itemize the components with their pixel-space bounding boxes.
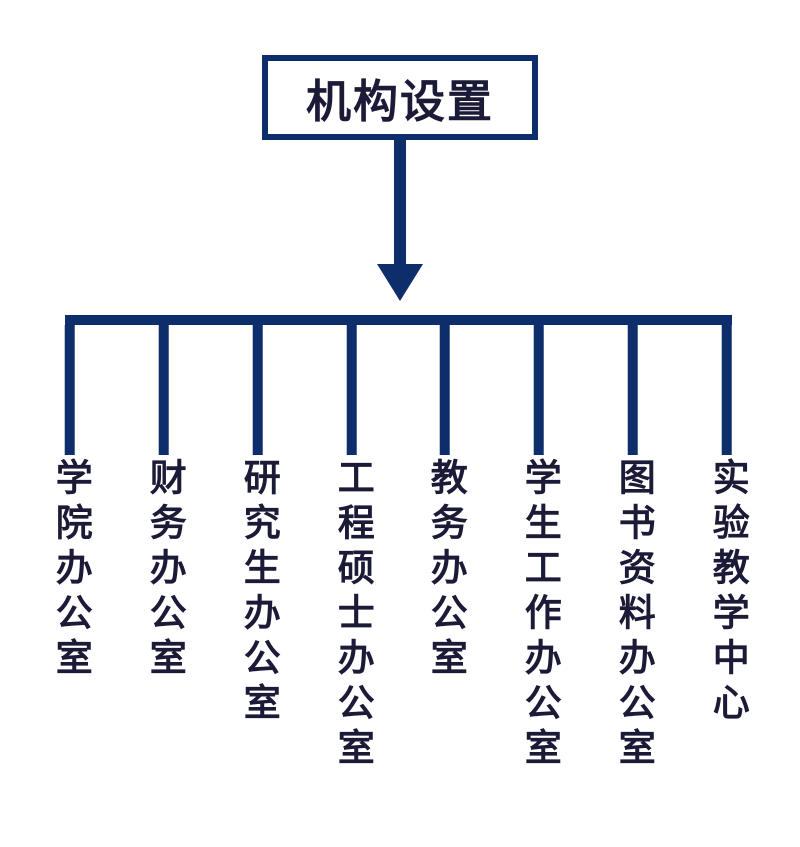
- connector-line: [158, 325, 169, 455]
- branch-connector-bar: [65, 315, 732, 325]
- connector-line: [721, 325, 732, 455]
- root-node-label: 机构设置: [305, 75, 494, 128]
- branch-library-materials-office: 图书资料办公室: [612, 325, 655, 773]
- branch-college-office: 学院办公室: [49, 325, 92, 683]
- branch-experimental-teaching-center: 实验教学中心: [706, 325, 749, 728]
- arrow-down-icon: [377, 264, 423, 301]
- connector-line: [627, 325, 638, 455]
- branch-graduate-office: 研究生办公室: [237, 325, 280, 728]
- branch-student-affairs-office: 学生工作办公室: [518, 325, 561, 773]
- arrow-shaft: [394, 140, 406, 266]
- branch-academic-affairs-office: 教务办公室: [424, 325, 467, 683]
- branch-label: 实验教学中心: [706, 458, 750, 728]
- branch-label: 图书资料办公室: [612, 458, 656, 773]
- branch-label: 学生工作办公室: [518, 458, 562, 773]
- branch-label: 教务办公室: [424, 458, 468, 683]
- connector-line: [64, 325, 75, 455]
- branch-label: 研究生办公室: [237, 458, 281, 728]
- connector-line: [439, 325, 450, 455]
- connector-line: [533, 325, 544, 455]
- branch-engineering-master-office: 工程硕士办公室: [331, 325, 374, 773]
- branch-label: 学院办公室: [49, 458, 93, 683]
- root-node: 机构设置: [262, 55, 538, 140]
- branch-finance-office: 财务办公室: [143, 325, 186, 683]
- branch-label: 财务办公室: [143, 458, 187, 683]
- connector-line: [252, 325, 263, 455]
- connector-line: [346, 325, 357, 455]
- branch-label: 工程硕士办公室: [331, 458, 375, 773]
